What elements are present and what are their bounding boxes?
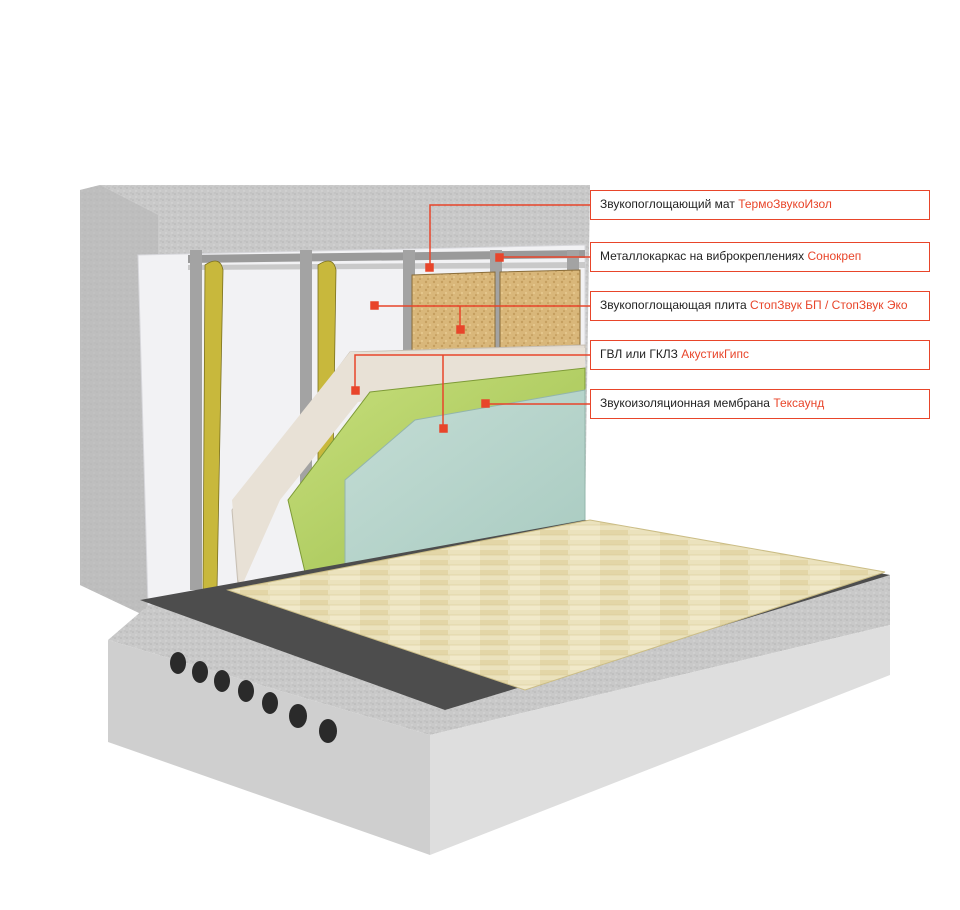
- callout-text: Звукоизоляционная мембрана: [600, 396, 770, 410]
- callout-metal-frame: Металлокаркас на виброкреплениях Сонокре…: [590, 242, 930, 272]
- callout-text: Звукопоглощающий мат: [600, 197, 735, 211]
- callout-text: ГВЛ или ГКЛЗ: [600, 347, 678, 361]
- callout-brand: ТермоЗвукоИзол: [738, 197, 832, 211]
- callout-gypsum-board: ГВЛ или ГКЛЗ АкустикГипс: [590, 340, 930, 370]
- concrete-slab-right: [430, 625, 890, 855]
- slab-hollow-cores: [170, 652, 337, 743]
- callout-brand: АкустикГипс: [681, 347, 750, 361]
- floor-wood-finish: [226, 519, 886, 691]
- callout-brand: СтопЗвук БП / СтопЗвук Эко: [750, 298, 908, 312]
- callout-membrane: Звукоизоляционная мембрана Тексаунд: [590, 389, 930, 419]
- leader-lines: [351, 204, 590, 433]
- sound-absorbing-boards: [411, 269, 581, 356]
- gypsum-board-face: [232, 348, 585, 590]
- callout-sound-absorbing-mat: Звукопоглощающий мат ТермоЗвукоИзол: [590, 190, 930, 220]
- callout-brand: Сонокреп: [807, 249, 862, 263]
- callout-brand: Тексаунд: [773, 396, 825, 410]
- concrete-slab-front: [108, 640, 430, 855]
- concrete-wall-side: [80, 185, 158, 622]
- callout-text: Звукопоглощающая плита: [600, 298, 747, 312]
- callout-sound-absorbing-board: Звукопоглощающая плита СтопЗвук БП / Сто…: [590, 291, 930, 321]
- callout-text: Металлокаркас на виброкреплениях: [600, 249, 805, 263]
